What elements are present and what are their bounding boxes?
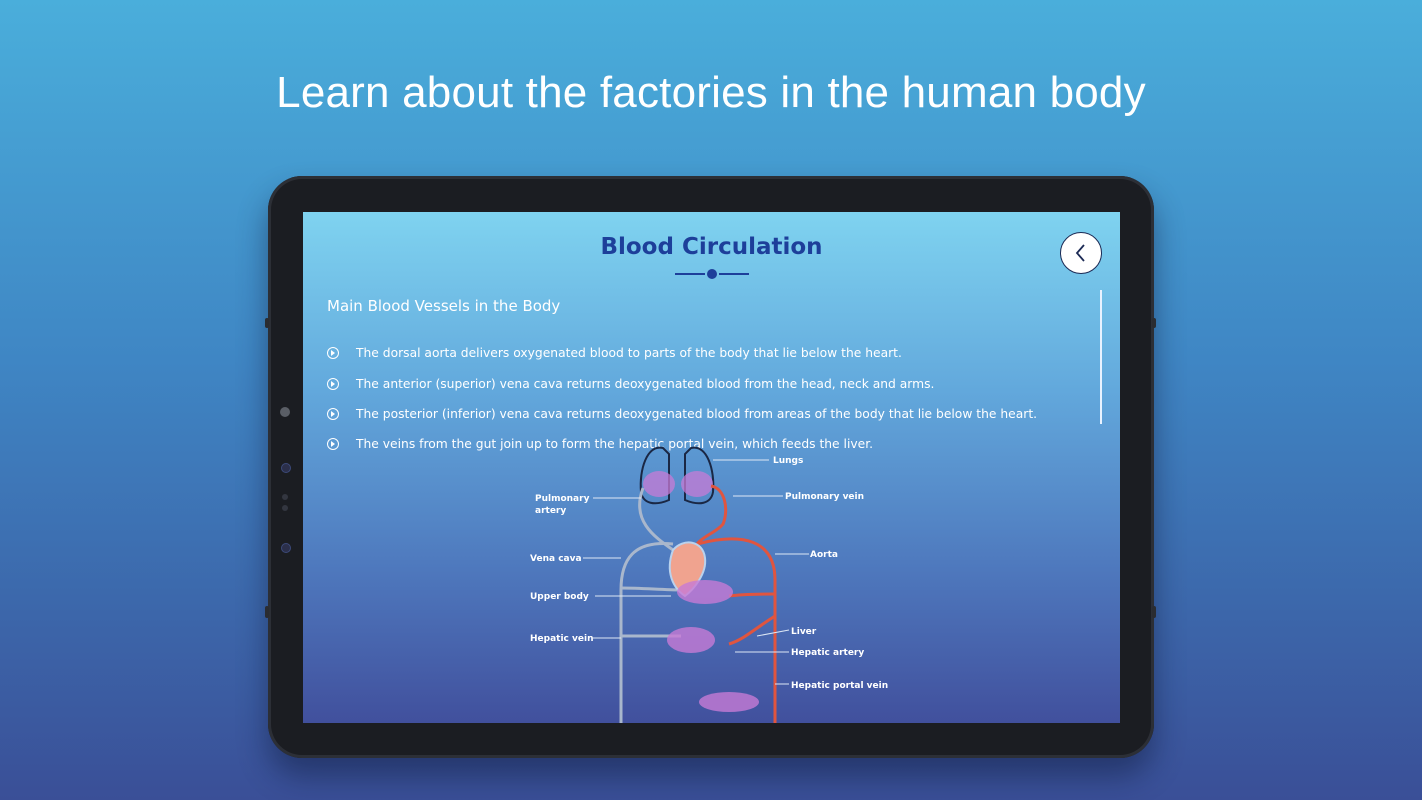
list-item-text: The posterior (inferior) vena cava retur… bbox=[356, 406, 1038, 421]
diagram-label-liver: Liver bbox=[791, 627, 817, 637]
tablet-side-button bbox=[265, 606, 269, 618]
diagram-label-pulmonary-artery-2: artery bbox=[535, 506, 566, 516]
diagram-label-pulmonary-vein: Pulmonary vein bbox=[785, 492, 864, 502]
diagram-label-aorta: Aorta bbox=[810, 550, 838, 560]
play-circle-icon bbox=[327, 377, 339, 390]
tablet-camera bbox=[280, 407, 290, 417]
back-button[interactable] bbox=[1060, 232, 1102, 274]
tablet-sensor bbox=[282, 505, 288, 511]
section-heading: Main Blood Vessels in the Body bbox=[327, 297, 561, 315]
diagram-label-vena-cava: Vena cava bbox=[530, 554, 582, 564]
diagram-label-hepatic-artery: Hepatic artery bbox=[791, 648, 864, 658]
capillary-beds bbox=[667, 580, 759, 712]
diagram-label-hepatic-vein: Hepatic vein bbox=[530, 634, 593, 644]
list-item: The anterior (superior) vena cava return… bbox=[327, 368, 1037, 398]
list-item: The dorsal aorta delivers oxygenated blo… bbox=[327, 338, 1037, 368]
tablet-side-button bbox=[1152, 318, 1156, 328]
label-leader-lines bbox=[583, 459, 809, 685]
diagram-label-pulmonary-artery: Pulmonary bbox=[535, 494, 590, 504]
page-headline: Learn about the factories in the human b… bbox=[276, 68, 1146, 117]
list-item-text: The anterior (superior) vena cava return… bbox=[356, 376, 935, 391]
tablet-sensor bbox=[281, 463, 291, 473]
diagram-label-lungs: Lungs bbox=[773, 456, 803, 466]
tablet-sensor bbox=[281, 543, 291, 553]
diagram-label-upper-body: Upper body bbox=[530, 592, 589, 602]
app-screen: Blood Circulation Main Blood Vessels in … bbox=[303, 212, 1120, 723]
play-circle-icon bbox=[327, 438, 339, 451]
list-item-text: The veins from the gut join up to form t… bbox=[356, 437, 874, 452]
tablet-sensor bbox=[282, 494, 288, 500]
list-item: The veins from the gut join up to form t… bbox=[327, 429, 1037, 459]
lungs-illustration bbox=[639, 446, 715, 505]
play-circle-icon bbox=[327, 407, 339, 420]
artery-paths bbox=[695, 484, 777, 723]
list-item: The posterior (inferior) vena cava retur… bbox=[327, 399, 1037, 429]
tablet-side-button bbox=[265, 318, 269, 328]
title-divider bbox=[675, 269, 749, 279]
play-circle-icon bbox=[327, 347, 339, 360]
screen-title: Blood Circulation bbox=[600, 234, 823, 260]
vein-paths bbox=[619, 487, 684, 723]
tablet-side-button bbox=[1152, 606, 1156, 618]
tablet-frame: Blood Circulation Main Blood Vessels in … bbox=[265, 176, 1156, 758]
list-item-text: The dorsal aorta delivers oxygenated blo… bbox=[356, 346, 902, 361]
circulation-diagram: Lungs Pulmonary artery Pulmonary vein Ve… bbox=[530, 446, 888, 723]
vessel-list: The dorsal aorta delivers oxygenated blo… bbox=[327, 338, 1037, 460]
diagram-label-hepatic-portal-vein: Hepatic portal vein bbox=[791, 681, 888, 691]
scrollbar[interactable] bbox=[1100, 290, 1102, 424]
chevron-left-icon bbox=[1075, 244, 1085, 262]
